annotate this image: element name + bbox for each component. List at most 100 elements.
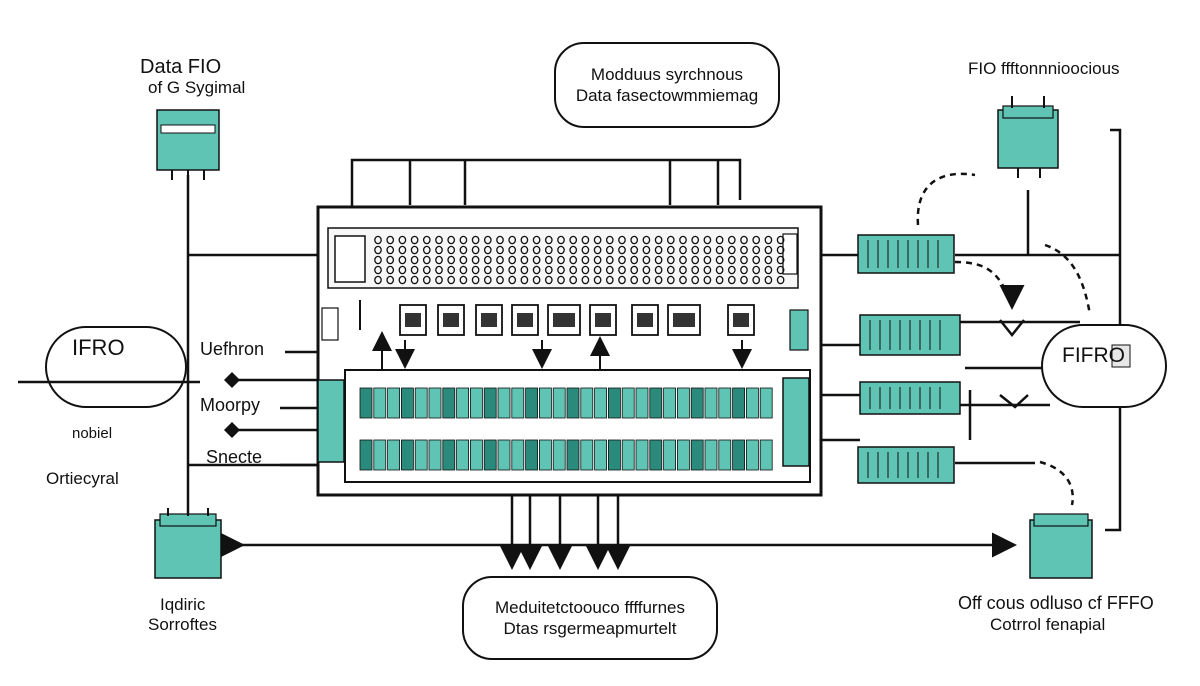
memory-bank-cell [428, 439, 442, 471]
memory-cell [752, 255, 761, 265]
memory-cell [520, 255, 529, 265]
memory-cell [496, 255, 504, 265]
memory-cell [581, 235, 590, 245]
memory-cell [435, 235, 443, 245]
memory-bank-cell [690, 439, 704, 471]
memory-cell [581, 275, 590, 285]
memory-cell [630, 235, 639, 245]
memory-cell [544, 255, 553, 265]
left-note: nobiel [72, 425, 113, 442]
signal-label-2: Moorpy [200, 395, 261, 415]
connector-chip-group [857, 234, 961, 484]
memory-cell [544, 235, 553, 245]
memory-cell [654, 255, 663, 265]
memory-bank-cell [594, 439, 607, 471]
memory-cell [459, 255, 468, 265]
memory-cell [593, 275, 602, 285]
memory-cell [618, 275, 626, 285]
memory-cell [496, 235, 504, 245]
memory-cell [654, 245, 663, 255]
memory-cell [508, 265, 517, 275]
memory-bank-cell [359, 439, 373, 471]
memory-cell [520, 235, 529, 245]
memory-bank-cell [635, 387, 649, 419]
memory-cell [557, 265, 565, 275]
memory-cell [447, 265, 456, 275]
memory-cell [691, 255, 700, 265]
memory-cell [386, 275, 395, 285]
memory-cell [508, 275, 517, 285]
memory-cell [764, 275, 773, 285]
memory-cell [447, 245, 456, 255]
bottom-callout-line2: Dtas rsgermeapmurtelt [503, 619, 677, 638]
memory-cell [630, 245, 639, 255]
memory-cell [605, 255, 614, 265]
memory-cell [532, 265, 541, 275]
memory-cell [496, 275, 504, 285]
memory-bank-cell [746, 387, 759, 419]
memory-cell [666, 235, 675, 245]
memory-bank-cell [400, 439, 414, 471]
memory-bank-cell [511, 387, 525, 419]
memory-cell [508, 245, 517, 255]
register-chip-core [517, 313, 533, 327]
register-chip-row [399, 304, 755, 336]
memory-bank-cell [483, 439, 497, 471]
memory-bank-cell [511, 439, 525, 471]
memory-cell [471, 235, 480, 245]
memory-cell [605, 245, 614, 255]
memory-cell [593, 245, 602, 255]
memory-cell [410, 265, 419, 275]
memory-cell [374, 245, 382, 255]
memory-cell [532, 245, 541, 255]
top-callout-line1: Modduus syrchnous [590, 64, 744, 84]
fifo-board [316, 205, 823, 497]
memory-cell [740, 265, 748, 275]
memory-cell [447, 235, 456, 245]
memory-bank-cell [373, 439, 387, 471]
memory-cell [374, 235, 382, 245]
memory-bank-cell [732, 387, 745, 419]
memory-cell [642, 255, 651, 265]
memory-bank-cell [387, 439, 401, 471]
memory-cell [715, 235, 724, 245]
memory-bank-cell [497, 439, 511, 471]
memory-cell [679, 275, 687, 285]
memory-cell [569, 255, 578, 265]
memory-cell [447, 275, 456, 285]
memory-bank-cell [759, 439, 773, 471]
memory-cell [410, 245, 419, 255]
memory-cell [752, 235, 761, 245]
memory-cell [618, 265, 626, 275]
memory-cell [410, 255, 419, 265]
memory-bank-cell [690, 387, 704, 419]
memory-bank-cell [456, 439, 470, 471]
signal-label-3: Snecte [206, 447, 263, 467]
top-callout: Modduus syrchnous Data fasectowmmiemag [554, 42, 780, 128]
memory-cell [459, 265, 468, 275]
memory-cell [386, 255, 395, 265]
memory-cell [727, 275, 736, 285]
bottom-left-line2: Sorroftes [148, 615, 217, 634]
register-chip-core [443, 313, 459, 327]
memory-cell [740, 255, 748, 265]
memory-bank-cell [649, 387, 663, 419]
memory-cell [715, 245, 724, 255]
memory-cell [557, 245, 565, 255]
memory-bank-cell [732, 439, 745, 471]
memory-cell [520, 275, 529, 285]
memory-cell [471, 245, 480, 255]
memory-cell [496, 245, 504, 255]
register-chip-core [595, 313, 611, 327]
memory-cell [764, 255, 773, 265]
right-fifo-label: FIFRO [1062, 344, 1125, 367]
memory-bank-cell [552, 387, 566, 419]
memory-bank-cell [608, 439, 621, 471]
left-fifo-bubble [45, 326, 187, 408]
memory-bank-cell [497, 387, 511, 419]
memory-cell [776, 255, 785, 265]
register-chip-core [481, 313, 497, 327]
memory-bank-cell [566, 439, 580, 471]
memory-cell [654, 235, 663, 245]
